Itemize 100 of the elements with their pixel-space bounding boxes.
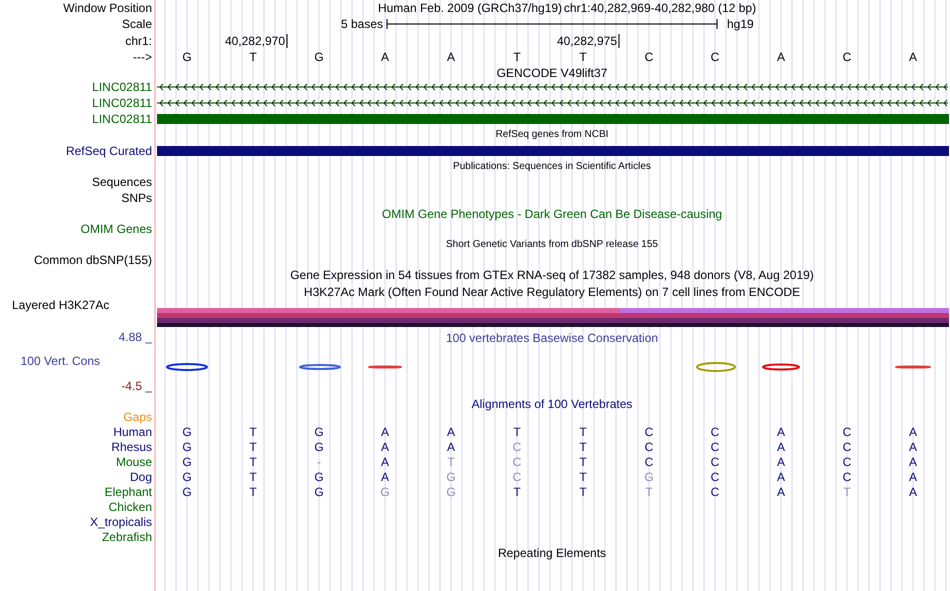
base-letter: G [182,50,192,64]
alignment-base: - [317,455,321,469]
track-label: Common dbSNP(155) [34,253,152,267]
track-label: chr1: [125,34,152,48]
alignment-base: C [710,425,720,439]
alignment-base: C [710,440,720,454]
alignment-base: T [579,455,587,469]
alignment-base: T [249,425,257,439]
track-label: Layered H3K27Ac [12,298,110,312]
alignment-base: C [512,470,522,484]
alignment-base: A [777,485,785,499]
alignment-base: A [447,425,455,439]
alignment-base: C [842,455,852,469]
track-title: Publications: Sequences in Scientific Articles [453,160,651,174]
track-label: ---> [133,50,152,64]
alignment-base: A [381,470,389,484]
alignment-base: C [842,425,852,439]
alignment-base: A [909,455,917,469]
alignment-base: T [249,455,257,469]
alignment-base: A [381,440,389,454]
alignment-base: A [777,440,785,454]
alignment-base: A [447,440,455,454]
base-letter: A [381,50,389,64]
base-letter: G [314,50,324,64]
position-caption: chr1:40,282,969-40,282,980 (12 bp) [564,1,756,15]
axis-value: -4.5 _ [121,379,152,393]
alignment-base: G [182,425,192,439]
track-title: Repeating Elements [498,546,606,560]
alignment-base: A [381,455,389,469]
alignment-base: A [909,470,917,484]
base-letter: C [842,50,852,64]
track-label: Zebrafish [102,530,152,544]
track-label: Sequences [92,175,152,189]
alignment-base: G [182,440,192,454]
track-title: GENCODE V49lift37 [496,66,608,80]
alignment-base: A [909,440,917,454]
alignment-base: C [512,455,522,469]
track-title: Alignments of 100 Vertebrates [472,397,632,411]
alignment-base: T [513,485,521,499]
track-label: Rhesus [111,440,152,454]
alignment-base: T [513,425,521,439]
alignment-base: C [710,485,720,499]
alignment-base: A [777,425,785,439]
alignment-base: A [777,455,785,469]
coordinate-label: 40,282,975 [556,34,617,48]
base-letter: C [644,50,654,64]
alignment-base: T [249,440,257,454]
track-label: OMIM Genes [80,222,152,236]
alignment-base: T [579,425,587,439]
alignment-base: C [644,440,654,454]
alignment-base: C [644,455,654,469]
track-label: LINC02811 [92,96,152,110]
base-letter: C [710,50,720,64]
track-title: 100 vertebrates Basewise Conservation [446,331,658,345]
track-title: RefSeq genes from NCBI [496,128,608,142]
alignment-base: C [512,440,522,454]
track-label: Human [113,425,152,439]
alignment-base: A [909,485,917,499]
track-label: 100 Vert. Cons [20,354,100,368]
scale-label: hg19 [727,17,754,31]
alignment-base: G [314,440,324,454]
base-letter: T [513,50,521,64]
base-letter: T [579,50,587,64]
alignment-base: G [314,470,324,484]
alignment-base: T [249,485,257,499]
alignment-base: T [843,485,851,499]
track-label: Window Position [63,1,152,15]
base-letter: A [447,50,455,64]
track-label: SNPs [121,191,152,205]
track-label: Mouse [116,455,152,469]
alignment-base: G [314,485,324,499]
track-title: Gene Expression in 54 tissues from GTEx RNA-seq of 17382 samples, 948 donors (V8, Aug 2019) [290,268,814,282]
alignment-base: A [777,470,785,484]
base-letter: A [909,50,917,64]
alignment-base: G [314,425,324,439]
alignment-base: T [579,470,587,484]
scale-label: 5 bases [340,17,383,31]
track-label: Dog [130,470,152,484]
axis-value: 4.88 _ [118,330,152,344]
track-label: LINC02811 [92,112,152,126]
track-label: X_tropicalis [90,515,152,529]
track-title: H3K27Ac Mark (Often Found Near Active Regulatory Elements) on 7 cell lines from ENCODE [304,285,800,299]
track-label: RefSeq Curated [66,144,152,158]
alignment-base: T [249,470,257,484]
alignment-base: T [645,485,653,499]
alignment-base: G [380,485,390,499]
base-letter: A [777,50,785,64]
alignment-base: G [644,470,654,484]
alignment-base: G [182,455,192,469]
alignment-base: T [447,455,455,469]
alignment-base: C [644,425,654,439]
alignment-base: A [909,425,917,439]
alignment-base: C [710,470,720,484]
alignment-base: G [182,470,192,484]
alignment-base: A [381,425,389,439]
coordinate-label: 40,282,970 [224,34,285,48]
alignment-base: C [842,470,852,484]
alignment-base: C [710,455,720,469]
alignment-base: G [182,485,192,499]
track-label: Chicken [108,500,152,514]
